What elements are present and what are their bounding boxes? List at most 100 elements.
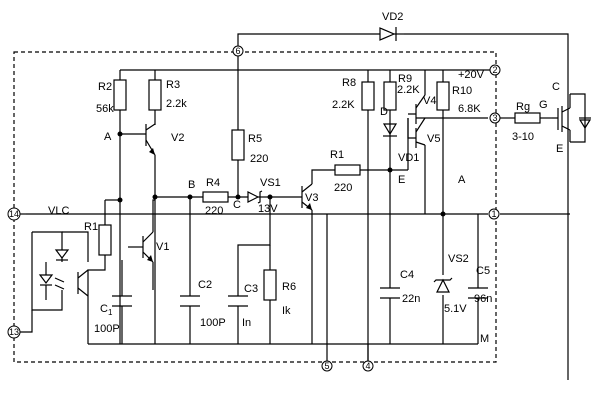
label-rg: Rg [516,101,530,113]
label-r5: R5 [248,133,262,145]
pin-4-label: 4 [365,361,370,371]
resistor-rg [514,112,541,124]
transistor-v3 [298,183,313,211]
label-c2-value: 100P [200,317,226,329]
pin-2: 2 [489,64,501,76]
label-r10: R10 [452,85,472,97]
pin-3-label: 3 [492,113,497,123]
capacitor-c5 [468,287,488,299]
label-r4: R4 [206,177,220,189]
pin-6-label: 6 [235,46,240,56]
pin-5: 5 [321,360,333,372]
label-supply: +20V [458,69,485,81]
label-r9: R9 [398,73,412,85]
label-r6: R6 [282,281,296,293]
capacitor-c1 [112,295,132,307]
resistor-r2 [113,79,127,111]
label-node-a-right: A [458,174,466,186]
label-r4-value: 220 [205,205,223,217]
pin-1: 1 [488,208,500,220]
label-c5-value: 96n [474,293,492,305]
label-r6-value: Ik [282,305,291,317]
opto-phototransistor [77,269,89,297]
label-igbt-e: E [556,143,563,155]
transistor-v5 [407,117,426,148]
junctions [117,131,446,217]
pin-4: 4 [362,360,374,372]
label-r5-value: 220 [250,153,268,165]
wires [20,33,571,380]
label-igbt-g: G [539,99,548,111]
resistor-r5 [231,129,245,161]
diode-vd1 [382,122,398,140]
resistor-r6 [263,269,277,301]
pin-5-label: 5 [324,361,329,371]
label-v1: V1 [156,241,169,253]
label-corner-mark: M [480,333,489,345]
transistor-v1 [142,231,154,263]
label-node-a: A [104,131,112,143]
label-vs1: VS1 [260,177,281,189]
label-node-c: C [233,199,241,211]
label-vd1: VD1 [398,152,419,164]
label-r1-top: R1 [330,149,344,161]
transistor-v4 [408,94,426,124]
capacitor-c4 [380,287,400,299]
label-c3: C3 [244,283,258,295]
label-r8: R8 [342,77,356,89]
label-r3: R3 [166,79,180,91]
capacitor-c3 [228,295,248,307]
pin-3: 3 [489,112,501,124]
label-node-b: B [188,179,195,191]
capacitor-c2 [180,295,200,307]
diode-vd2 [379,27,404,41]
zener-vs1 [247,190,268,204]
label-vs2: VS2 [448,253,469,265]
zener-vs2 [433,277,453,293]
pin-2-label: 2 [492,65,497,75]
label-c4: C4 [400,269,414,281]
resistor-r9 [383,81,397,111]
label-r10-value: 6.8K [458,103,481,115]
label-v5: V5 [427,133,440,145]
label-node-e-mid: E [398,174,405,186]
igbt [552,93,592,143]
label-r2-value: 56k [96,103,114,115]
pin-14: 14 [7,207,21,221]
label-r9-value: 2.2K [397,84,420,96]
label-vs2-value: 5.1V [444,303,467,315]
label-r3-value: 2.2k [166,98,187,110]
label-r8-value: 2.2K [332,99,355,111]
pin-13: 13 [7,325,21,339]
label-vd2: VD2 [382,11,403,23]
label-v2: V2 [171,132,184,144]
label-c3-value: In [242,317,251,329]
label-v4: V4 [423,95,436,107]
resistor-r8 [361,81,375,111]
resistor-r3 [148,79,162,111]
resistor-r10 [436,81,450,111]
module-boundary [13,51,497,363]
label-c5: C5 [476,265,490,277]
pin-6: 6 [232,45,244,57]
label-vs1-value: 13V [258,203,278,215]
label-r1-left: R1 [84,221,98,233]
label-igbt-c: C [552,81,560,93]
label-v3: V3 [305,192,318,204]
opto-diode [38,249,70,300]
transistor-v2 [145,123,156,156]
pin-14-label: 14 [9,209,19,219]
resistor-r1-left [98,224,112,256]
label-c2: C2 [198,279,212,291]
pin-13-label: 13 [9,327,19,337]
label-vlc: VLC [48,205,69,217]
resistor-r1-top [334,164,361,176]
label-r1-top-value: 220 [334,182,352,194]
label-c1: C1 [100,303,113,317]
label-c4-value: 22n [402,293,420,305]
pin-1-label: 1 [491,209,496,219]
label-r2: R2 [98,81,112,93]
label-rg-value: 3-10 [512,131,534,143]
resistor-r4 [202,191,229,203]
